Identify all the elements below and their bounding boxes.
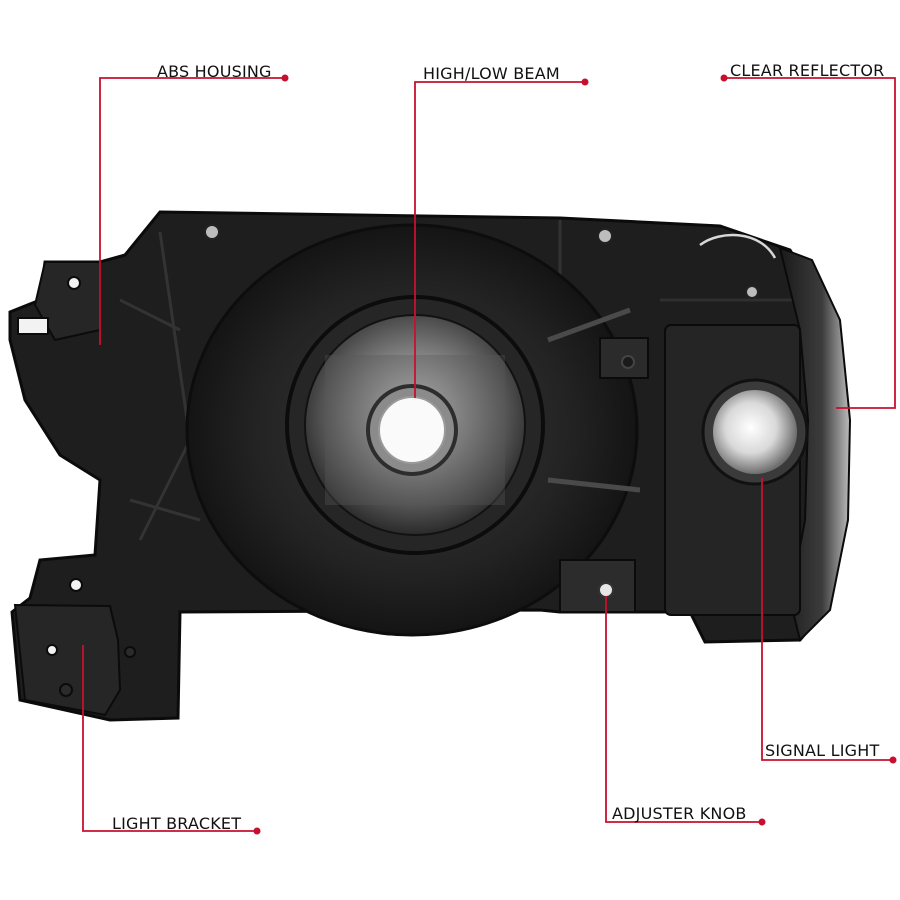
lower-bracket-hole-3	[124, 646, 136, 658]
signal-bulb	[713, 390, 797, 474]
leader-line-adjuster-knob	[605, 596, 762, 823]
lower-bracket-hole-4	[59, 683, 73, 697]
leader-line-high-low-beam	[414, 81, 585, 398]
adjuster-knob-block	[559, 559, 636, 613]
bulb-socket	[378, 396, 446, 464]
label-light-bracket: LIGHT BRACKET	[112, 814, 242, 833]
left-flange	[33, 261, 101, 342]
adjuster-rod-lower	[547, 477, 641, 493]
leader-line-clear-reflector	[724, 77, 896, 409]
lower-bracket-hole-1	[69, 578, 83, 592]
leader-dot-high-low-beam	[581, 78, 589, 86]
lower-bracket	[13, 603, 122, 717]
label-abs-housing: ABS HOUSING	[157, 62, 272, 81]
side-screw-upper	[745, 285, 759, 299]
leader-line-signal-light	[761, 478, 893, 761]
leader-dot-signal-light	[889, 756, 897, 764]
leader-dot-abs-housing	[281, 74, 289, 82]
signal-light-assembly	[664, 233, 852, 642]
adjuster-knob-head	[598, 582, 614, 598]
label-signal-light: SIGNAL LIGHT	[765, 741, 880, 760]
top-screw-left	[204, 224, 220, 240]
label-adjuster-knob: ADJUSTER KNOB	[612, 804, 747, 823]
leader-dot-adjuster-knob	[758, 818, 766, 826]
label-clear-reflector: CLEAR REFLECTOR	[730, 61, 885, 80]
top-screw-mid	[597, 228, 613, 244]
leader-dot-clear-reflector	[720, 74, 728, 82]
lower-bracket-hole-2	[46, 644, 58, 656]
wire-loop	[699, 233, 777, 259]
left-flange-slot	[17, 317, 49, 335]
callout-leaders	[82, 74, 897, 835]
high-low-beam-assembly	[185, 223, 639, 637]
left-flange-hole	[67, 276, 81, 290]
upper-adjuster-nut	[621, 355, 635, 369]
leader-line-abs-housing	[99, 77, 285, 345]
housing-rib-2	[119, 298, 181, 332]
housing-rib-3	[129, 498, 201, 522]
label-high-low-beam: HIGH/LOW BEAM	[423, 64, 560, 83]
clear-reflector-lens	[778, 246, 852, 642]
adjuster-rod-upper	[547, 307, 631, 343]
leader-line-light-bracket	[82, 645, 257, 832]
upper-adjuster-block	[599, 337, 649, 379]
leader-dot-light-bracket	[253, 827, 261, 835]
